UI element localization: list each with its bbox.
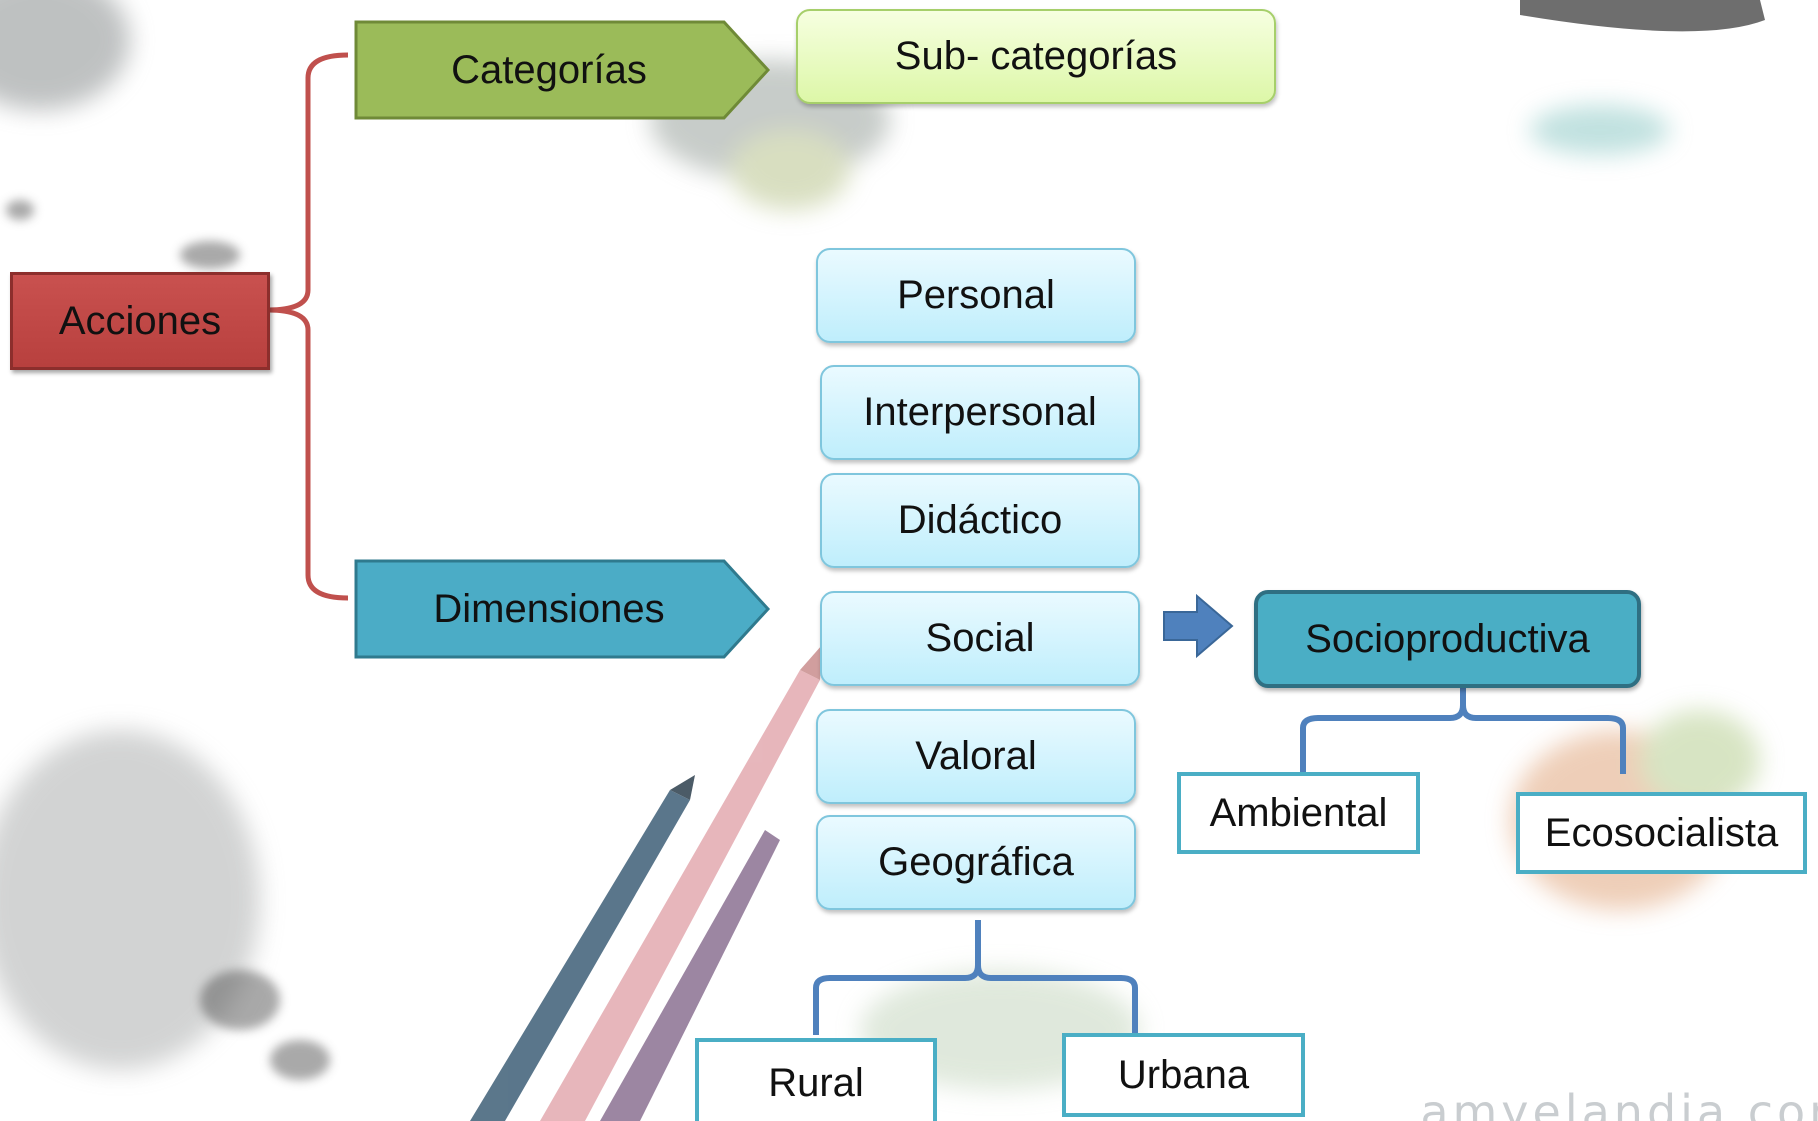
- ambiental-label: Ambiental: [1209, 790, 1388, 835]
- ambiental-node: Ambiental: [1177, 772, 1420, 854]
- dimension-label: Interpersonal: [863, 390, 1097, 434]
- dimension-label: Social: [925, 616, 1035, 660]
- socioproductiva-node: Socioproductiva: [1254, 590, 1641, 688]
- ecosocialista-node: Ecosocialista: [1516, 792, 1807, 874]
- subcategorias-label: Sub- categorías: [894, 34, 1178, 78]
- urbana-label: Urbana: [1117, 1052, 1250, 1097]
- dimension-label: Valoral: [915, 734, 1037, 778]
- socioproductiva-brace: [1300, 670, 1626, 774]
- dimension-interpersonal: Interpersonal: [820, 365, 1140, 460]
- urbana-node: Urbana: [1062, 1033, 1305, 1117]
- acciones-label: Acciones: [58, 298, 222, 343]
- dimensiones-arrow-box: Dimensiones: [354, 559, 774, 659]
- dimension-label: Geográfica: [878, 840, 1074, 884]
- acciones-node: Acciones: [10, 272, 270, 370]
- dimension-social: Social: [820, 591, 1140, 686]
- ecosocialista-label: Ecosocialista: [1544, 810, 1779, 855]
- rural-label: Rural: [768, 1060, 864, 1105]
- dimension-label: Didáctico: [897, 498, 1063, 542]
- right-arrow-icon: [1163, 593, 1234, 659]
- dimension-valoral: Valoral: [816, 709, 1136, 804]
- categorias-label: Categorías: [451, 47, 647, 92]
- dimensiones-label: Dimensiones: [433, 586, 665, 631]
- dimension-label: Personal: [897, 273, 1055, 317]
- dimension-didactico: Didáctico: [820, 473, 1140, 568]
- subcategorias-node: Sub- categorías: [796, 9, 1276, 104]
- categorias-arrow-box: Categorías: [354, 20, 774, 120]
- geografica-brace: [813, 920, 1138, 1035]
- categories-brace: [267, 52, 349, 601]
- rural-node: Rural: [695, 1038, 937, 1121]
- dimension-geografica: Geográfica: [816, 815, 1136, 910]
- socioproductiva-label: Socioproductiva: [1305, 616, 1590, 661]
- watermark-text: amyelandia.com: [1420, 1085, 1818, 1121]
- dimension-personal: Personal: [816, 248, 1136, 343]
